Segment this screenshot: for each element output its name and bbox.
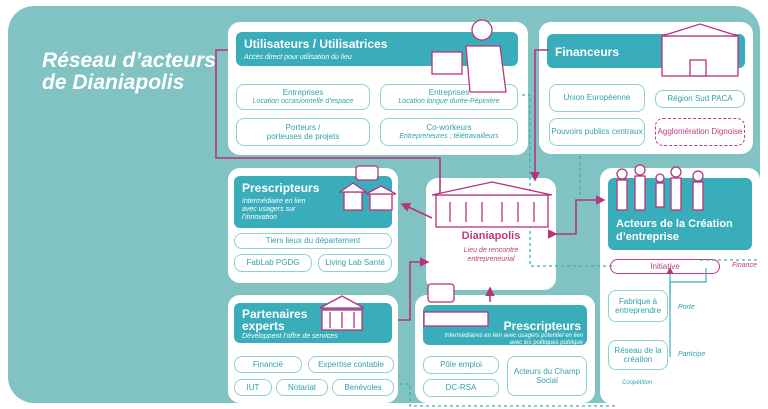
initiative-pill: Initiative xyxy=(610,259,720,274)
creation-fabrique: Fabrique à entreprendre xyxy=(608,290,668,322)
partners-subtitle: Développent l’offre de services xyxy=(242,333,338,340)
partners-title: Partenaires experts xyxy=(242,307,308,333)
office-icon xyxy=(423,283,489,327)
prescripteur-dc-rsa: DC-RSA xyxy=(423,379,499,397)
prescripteurs-innovation-card: Prescripteurs Intermédiaire en lien avec… xyxy=(228,168,398,283)
person-laptop-icon xyxy=(431,19,507,93)
partner-finance: Financié xyxy=(234,356,302,373)
center-subtitle: Lieu de rencontre entrepreneurial xyxy=(463,247,519,263)
funders-title: Financeurs xyxy=(555,45,620,59)
institution-icon xyxy=(319,295,365,331)
arrow-participe xyxy=(669,268,707,357)
prescripteur-living-lab: Living Lab Santé xyxy=(318,254,392,272)
prescripteur-champ-social: Acteurs du Champ Social xyxy=(507,356,587,396)
partners-card: Partenaires experts Développent l’offre … xyxy=(228,295,398,403)
participe-label: Participe xyxy=(678,351,706,358)
dashed-users-creation xyxy=(522,94,615,267)
funder-eu: Union Européenne xyxy=(549,84,645,112)
diagram-title: Réseau d’acteurs de Dianiapolis xyxy=(42,50,216,94)
prescripteur-pole-emploi: Pôle emploi xyxy=(423,356,499,374)
prescripteurs-public-header: Prescripteurs Intermédiaires en lien ave… xyxy=(423,305,587,346)
partner-notariat: Notariat xyxy=(276,379,328,396)
prescripteurs-innovation-header: Prescripteurs Intermédiaire en lien avec… xyxy=(234,176,392,228)
arrow-users-to-center xyxy=(215,49,445,208)
prescripteurs-public-subtitle: Intermédiaires en lien avec usagers pote… xyxy=(444,333,583,346)
funders-building-icon xyxy=(661,23,739,77)
users-item-3: Porteurs /porteuses de projets xyxy=(236,118,370,146)
prescripteurs-innovation-title: Prescripteurs xyxy=(242,181,320,195)
center-building-icon xyxy=(431,181,553,228)
dashed-partners-creation xyxy=(400,383,615,407)
arrow-center-to-prescripteurs xyxy=(400,203,433,219)
prescripteurs-innovation-subtitle: Intermédiaire en lien avec usagers sur l… xyxy=(242,198,306,221)
partners-header: Partenaires experts Développent l’offre … xyxy=(234,303,392,343)
finance-label: Finance xyxy=(732,262,757,269)
porte-label: Porte xyxy=(678,304,695,311)
center-name: Dianiapolis xyxy=(461,230,521,242)
prescripteurs-public-title: Prescripteurs xyxy=(503,319,581,333)
users-title: Utilisateurs / Utilisatrices xyxy=(244,37,388,51)
arrow-funders-to-center xyxy=(530,49,549,182)
arrow-center-creation xyxy=(548,195,606,239)
funder-state: Pouvoirs publics centraux xyxy=(549,118,645,146)
creation-reseau: Réseau de la création xyxy=(608,340,668,370)
arrow-partners-to-center xyxy=(398,257,430,321)
tiers-lieux-icon xyxy=(337,165,397,211)
partner-benevoles: Benévoles xyxy=(332,379,394,396)
funder-agglomeration: Agglomération Dignoise xyxy=(655,118,745,146)
partner-expertise: Expertise contable xyxy=(308,356,394,373)
title-line-1: Réseau d’acteurs xyxy=(42,49,216,72)
creation-title: Acteurs de la Création d’entreprise xyxy=(616,218,733,243)
people-icon xyxy=(616,164,704,211)
users-subtitle: Accès direct pour utilisation du lieu xyxy=(244,54,352,61)
partner-iut: IUT xyxy=(234,379,272,396)
funder-region: Région Sud PACA xyxy=(655,90,745,108)
creation-cooperation: Coopétition xyxy=(622,380,653,386)
title-line-2: de Dianiapolis xyxy=(42,71,185,94)
prescripteur-tiers-lieux: Tiers lieux du département xyxy=(234,233,392,249)
prescripteur-fablab: FabLab PGDG xyxy=(234,254,312,272)
